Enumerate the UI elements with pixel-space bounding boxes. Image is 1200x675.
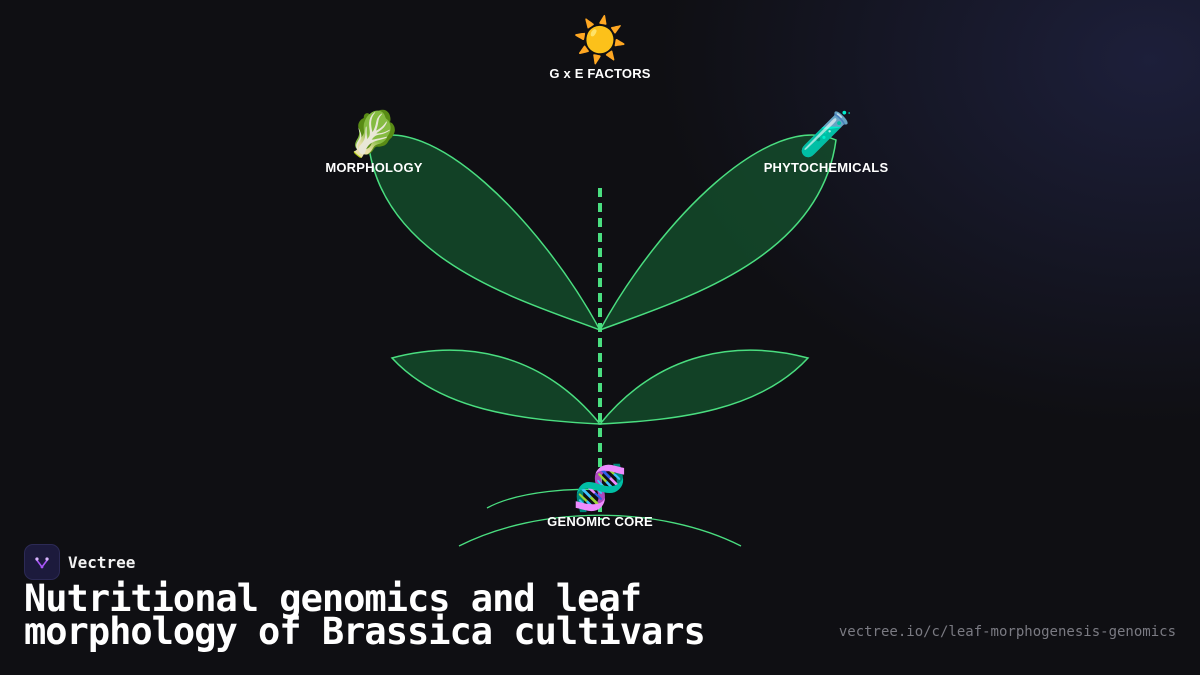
node-phytochemicals-label: PHYTOCHEMICALS (763, 160, 889, 175)
leafy-green-icon: 🥬 (346, 109, 402, 160)
brand-name: Vectree (68, 552, 136, 572)
ground-arc-inner (486, 488, 601, 509)
node-gxe-factors-label: G x E FACTORS (549, 66, 651, 81)
node-morphology: 🥬 MORPHOLOGY (325, 109, 423, 176)
leaf-upper-left (367, 134, 602, 332)
vectree-logo-icon (24, 544, 60, 580)
leaf-lower-left (390, 349, 602, 425)
node-morphology-label: MORPHOLOGY (325, 160, 423, 175)
brand[interactable]: Vectree (24, 544, 135, 580)
sun-icon: ☀️ (572, 15, 628, 66)
node-gxe-factors: ☀️ G x E FACTORS (549, 15, 651, 82)
dna-icon: 🧬 (572, 463, 628, 514)
leaf-upper-right (598, 134, 837, 332)
node-genomic-core: 🧬 GENOMIC CORE (547, 463, 653, 530)
test-tube-icon: 🧪 (798, 109, 854, 160)
source-url[interactable]: vectree.io/c/leaf-morphogenesis-genomics (838, 624, 1176, 640)
node-phytochemicals: 🧪 PHYTOCHEMICALS (763, 109, 889, 176)
page-title: Nutritional genomics and leaf morphology… (24, 577, 706, 653)
node-genomic-core-label: GENOMIC CORE (547, 514, 653, 529)
leaf-lower-right (598, 349, 810, 425)
ground-arc-outer (458, 514, 742, 547)
